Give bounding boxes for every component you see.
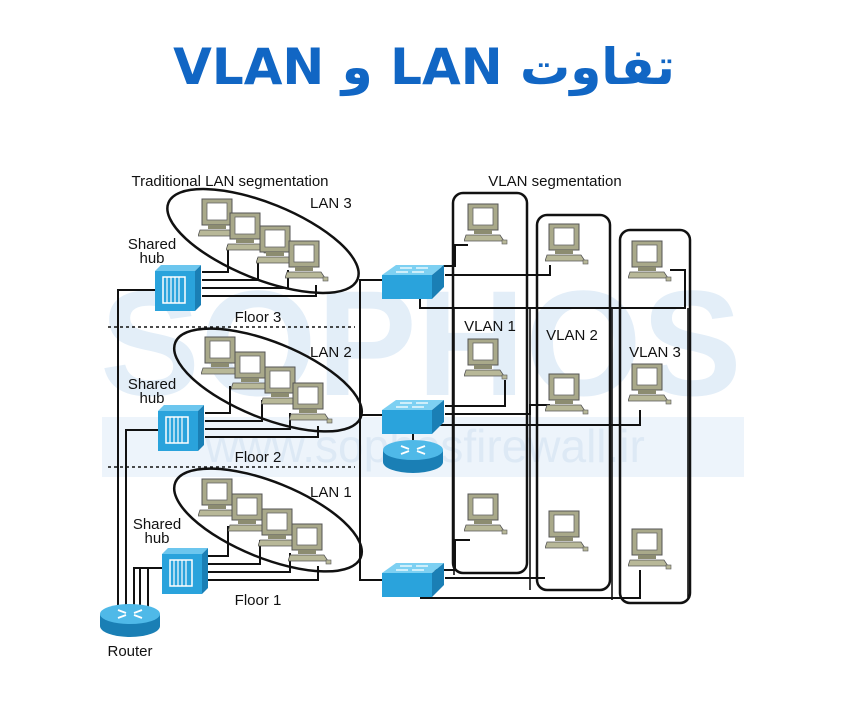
hub3-label-1: Shared: [128, 236, 176, 253]
computer-icon: [628, 528, 672, 570]
lan2-label: LAN 2: [310, 344, 352, 361]
hub-icon: [155, 265, 201, 311]
lan2-ellipse: [172, 327, 364, 433]
switch-icon: [382, 563, 444, 597]
hub-icon: [162, 548, 208, 594]
router-icon: [100, 604, 160, 638]
hub1-label-1: Shared: [133, 516, 181, 533]
computer-icon: [464, 493, 508, 535]
router-label: Router: [107, 643, 152, 660]
computer-icon: [464, 203, 508, 245]
floor2-label: Floor 2: [235, 449, 282, 466]
floor3-label: Floor 3: [235, 309, 282, 326]
computer-icon: [545, 510, 589, 552]
vlan2-label: VLAN 2: [546, 327, 598, 344]
computer-icon: [545, 223, 589, 265]
hub-icon: [158, 405, 204, 451]
computer-icon: [288, 523, 332, 565]
hub2-label-1: Shared: [128, 376, 176, 393]
switch-icon: [382, 265, 444, 299]
floor1-label: Floor 1: [235, 592, 282, 609]
vlan3-group: [618, 228, 692, 605]
page-title: تفاوت LAN و VLAN: [173, 38, 675, 96]
hub2-label-2: hub: [139, 390, 164, 407]
vlan1-group: [451, 191, 529, 575]
lan3-ellipse: [166, 187, 360, 295]
vlan1-label: VLAN 1: [464, 318, 516, 335]
hub3-label-2: hub: [139, 250, 164, 267]
switch-icon: [382, 400, 444, 434]
vlan3-label: VLAN 3: [629, 344, 681, 361]
lan1-ellipse: [172, 467, 364, 573]
router-icon: [383, 440, 443, 474]
floor-dividers: [108, 326, 355, 468]
lan1-label: LAN 1: [310, 484, 352, 501]
vlan-heading: VLAN segmentation: [488, 173, 621, 190]
lan3-label: LAN 3: [310, 195, 352, 212]
vlan2-group: [535, 213, 612, 592]
traditional-heading: Traditional LAN segmentation: [131, 173, 328, 190]
hub1-label-2: hub: [144, 530, 169, 547]
